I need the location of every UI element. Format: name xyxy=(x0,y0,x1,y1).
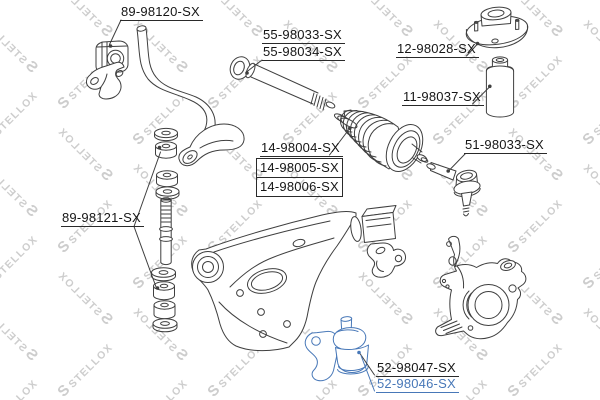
part-label-stabilizer-link: 89-98121-SX xyxy=(61,211,144,227)
part-label-strut-mount: 12-98028-SX xyxy=(396,42,479,58)
part-label-strut-dust-cover: 11-98037-SX xyxy=(402,90,484,106)
part-label-steering-boot-c: 14-98006-SX xyxy=(256,177,343,197)
part-label-steering-boot-b: 14-98005-SX xyxy=(256,158,343,178)
part-label-steering-boot-a: 14-98004-SX xyxy=(260,141,343,157)
arm-bracket-drawing xyxy=(367,243,405,277)
strut-dust-cover-drawing xyxy=(486,57,513,117)
part-label-ball-joint-a: 52-98047-SX xyxy=(376,361,459,377)
leader-lines xyxy=(108,20,492,391)
part-label-inner-tie-rod-a: 55-98033-SX xyxy=(262,28,345,44)
part-label-tie-rod-end: 51-98033-SX xyxy=(464,138,547,154)
steering-boot-drawing xyxy=(333,110,430,178)
part-label-ball-joint-b[interactable]: 52-98046-SX xyxy=(376,377,459,393)
stabilizer-link-drawing xyxy=(152,128,180,331)
part-label-sway-bar-bushing: 89-98120-SX xyxy=(120,5,203,21)
sway-bar-drawing xyxy=(137,25,245,166)
tie-rod-end-drawing xyxy=(426,163,481,216)
control-arm-drawing xyxy=(192,206,396,351)
strut-mount-drawing xyxy=(464,6,529,49)
part-label-inner-tie-rod-b: 55-98034-SX xyxy=(262,45,345,61)
inner-tie-rod-drawing xyxy=(227,54,336,110)
steering-knuckle-drawing xyxy=(436,236,526,338)
sway-bar-bracket-drawing xyxy=(86,62,124,99)
